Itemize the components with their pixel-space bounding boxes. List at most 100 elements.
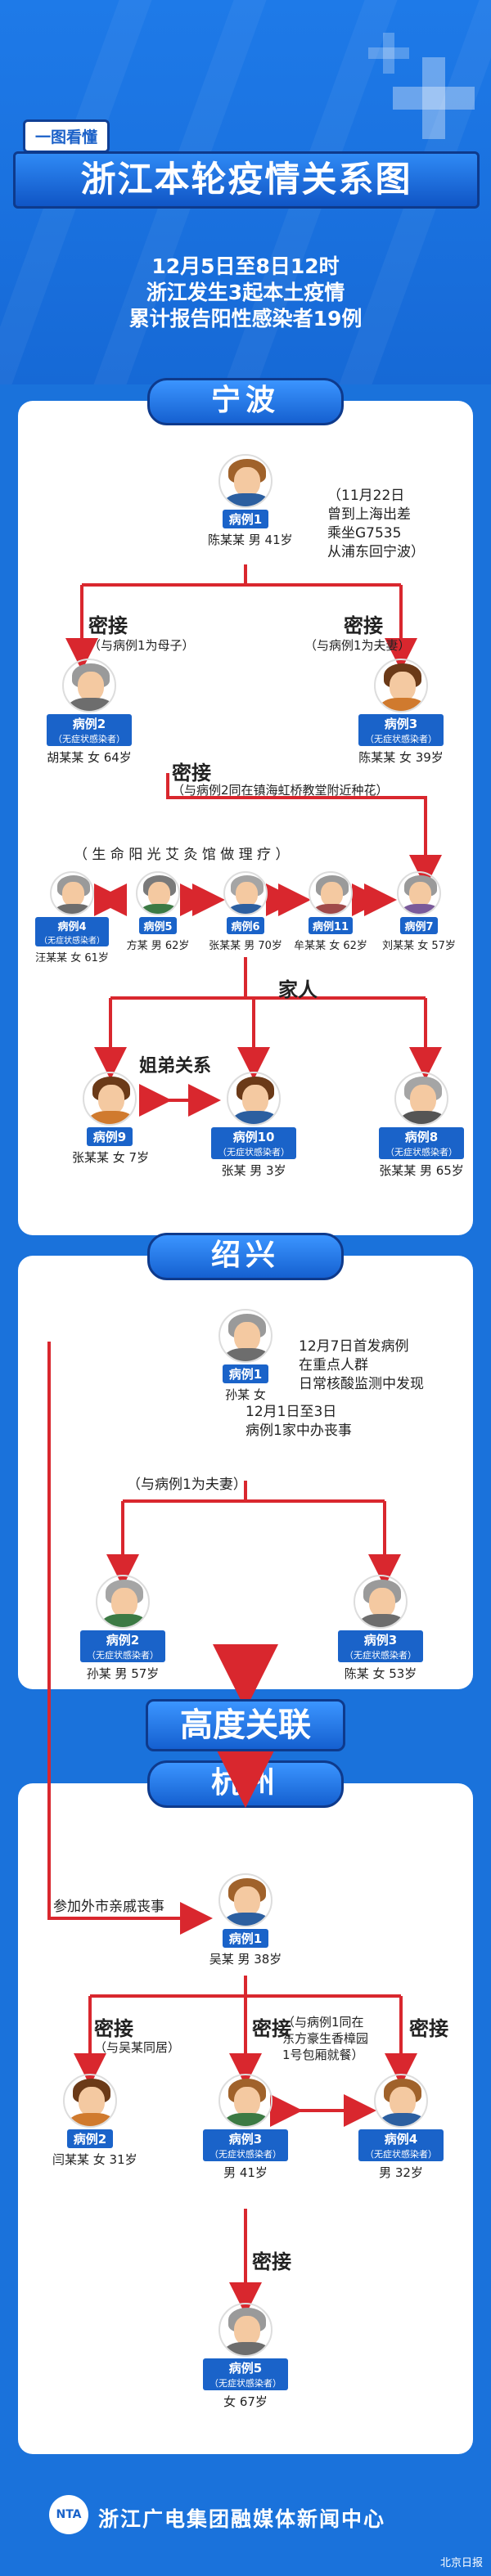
contact-label: 密接 [94,2017,133,2040]
intro-line: 浙江发生3起本土疫情 [146,281,345,304]
case-badge: 病例3（无症状感染者） [203,2129,288,2161]
case-name: 张某 男 3岁 [221,1163,286,1178]
case-name: 孙某 男 57岁 [86,1666,160,1681]
case-name: 刘某某 女 57岁 [382,940,456,952]
case-badge: 病例3（无症状感染者） [358,714,444,746]
funeral-note: 参加外市亲戚丧事 [53,1899,164,1915]
intro-text: 12月5日至8日12时 浙江发生3起本土疫情 累计报告阳性感染者19例 [0,254,491,332]
case-badge: 病例6 [227,917,264,934]
contact-label: 密接 [252,2017,291,2040]
male-avatar-icon [374,2074,428,2128]
ningbo-case5: 病例5 方某 男 62岁 [119,871,197,952]
male-avatar-icon [218,2074,273,2128]
plus-decoration-icon [393,57,475,139]
venue-label: （ 生 命 阳 光 艾 灸 馆 做 理 疗 ） [74,847,290,863]
female-avatar-icon [63,2074,117,2128]
note-line: 曾到上海出差 [327,506,411,523]
case-name: 男 32岁 [379,2165,423,2180]
contact-label: 密接 [172,762,211,784]
case-name: 吴某 男 38岁 [209,1952,282,1967]
male-avatar-icon [223,871,268,915]
case-name: 方某 男 62岁 [126,940,190,952]
high-correlation-label: 高度关联 [146,1699,345,1751]
case-name: 孙某 女 [225,1387,266,1402]
shaoxing-case1: 病例1 孙某 女 [208,1309,283,1403]
note-line: 1号包厢就餐） [282,2048,364,2062]
shaoxing-case2: 病例2（无症状感染者） 孙某 男 57岁 [78,1575,168,1682]
case-badge: 病例10（无症状感染者） [211,1127,296,1159]
case-badge: 病例2（无症状感染者） [47,714,132,746]
ningbo-case7: 病例7 刘某某 女 57岁 [378,871,460,952]
female-avatar-icon [50,871,94,915]
male-avatar-icon [218,1873,273,1927]
case-badge: 病例11 [308,917,354,934]
female-avatar-icon [309,871,353,915]
case-name: 陈某 女 53岁 [344,1666,417,1681]
ztv-logo-icon: NTA [49,2495,88,2534]
hangzhou-banner: 杭州 [147,1760,344,1808]
contact-label: 密接 [344,614,383,637]
case-name: 陈某某 女 39岁 [358,750,444,765]
contact-relation: （与吴某同居） [94,2040,181,2055]
note-line: 东方豪生香樟园 [282,2031,369,2046]
case-badge: 病例5（无症状感染者） [203,2358,288,2390]
case-badge: 病例3（无症状感染者） [338,1630,423,1662]
hangzhou-case4: 病例4（无症状感染者） 男 32岁 [356,2074,446,2181]
ningbo-case6: 病例6 张某某 男 70岁 [206,871,285,952]
shaoxing-banner: 绍兴 [147,1233,344,1280]
ningbo-case1: 病例1 陈某某 男 41岁 [208,454,293,548]
family-label: 家人 [278,978,318,1001]
contact-label: 密接 [252,2250,291,2273]
ningbo-case4: 病例4（无症状感染者） 汪某某 女 61岁 [33,871,111,964]
intro-line: 累计报告阳性感染者19例 [128,307,363,330]
ningbo-case2: 病例2（无症状感染者） 胡某某 女 64岁 [44,659,134,766]
case-badge: 病例4（无症状感染者） [358,2129,444,2161]
note-line: 在重点人群 [299,1357,368,1373]
case-badge: 病例9 [86,1127,133,1146]
girl-avatar-icon [83,1072,137,1126]
female-avatar-icon [374,659,428,713]
shaoxing-case3: 病例3（无症状感染者） 陈某 女 53岁 [336,1575,426,1682]
female-avatar-icon [218,1309,273,1363]
case-name: 牟某某 女 62岁 [294,940,367,952]
ningbo-banner: 宁波 [147,378,344,425]
case-badge: 病例2（无症状感染者） [80,1630,165,1662]
hangzhou-case3: 病例3（无症状感染者） 男 41岁 [200,2074,291,2181]
sibling-label: 姐弟关系 [139,1056,212,1077]
hangzhou-case2: 病例2 闫某某 女 31岁 [52,2074,137,2168]
case-name: 汪某某 女 61岁 [35,952,109,964]
contact-relation: （与病例2同在镇海虹桥教堂附近种花） [172,783,389,798]
note-line: （与病例1同在 [282,2015,364,2030]
ningbo-case3: 病例3（无症状感染者） 陈某某 女 39岁 [356,659,446,766]
note-line: 12月7日首发病例 [299,1338,409,1355]
case-name: 张某某 男 70岁 [209,940,282,952]
female-avatar-icon [62,659,116,713]
male-avatar-icon [136,871,180,915]
intro-line: 12月5日至8日12时 [151,254,340,278]
case-badge: 病例2 [66,2129,114,2148]
ningbo-case10: 病例10（无症状感染者） 张某 男 3岁 [209,1072,299,1179]
case-name: 胡某某 女 64岁 [47,750,132,765]
shaoxing-note2: 12月1日至3日 病例1家中办丧事 [246,1403,352,1441]
hangzhou-case5: 病例5（无症状感染者） 女 67岁 [200,2303,291,2410]
contact-relation: （与病例1为夫妻） [127,1477,247,1493]
female-avatar-icon [397,871,441,915]
ningbo-case1-note: （11月22日 曾到上海出差 乘坐G7535 从浦东回宁波） [327,487,425,562]
note-line: 从浦东回宁波） [327,544,425,560]
note-line: 病例1家中办丧事 [246,1423,352,1439]
case-name: 男 41岁 [223,2165,268,2180]
watermark: 北京日报 [439,2557,483,2569]
case-name: 陈某某 男 41岁 [208,533,293,547]
contact-label: 密接 [409,2017,448,2040]
ningbo-case8: 病例8（无症状感染者） 张某某 男 65岁 [376,1072,466,1179]
note-line: 日常核酸监测中发现 [299,1376,424,1392]
page-title: 浙江本轮疫情关系图 [13,151,480,209]
case-name: 闫某某 女 31岁 [52,2152,137,2167]
case-badge: 病例1 [222,510,269,528]
female-avatar-icon [354,1575,408,1629]
ningbo-case11: 病例11 牟某某 女 62岁 [291,871,370,952]
note-line: 12月1日至3日 [246,1404,337,1420]
case-name: 张某某 女 7岁 [72,1150,150,1165]
footer-text: 浙江广电集团融媒体新闻中心 [98,2507,386,2531]
hangzhou-case1: 病例1 吴某 男 38岁 [208,1873,283,1967]
